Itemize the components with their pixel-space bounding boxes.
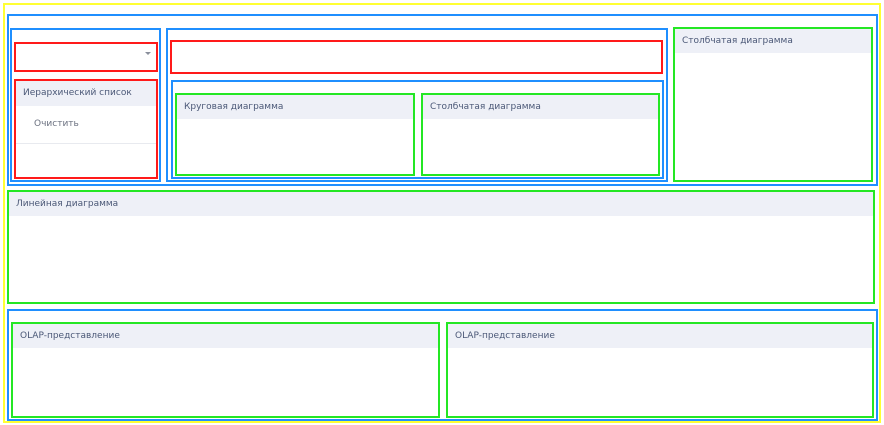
filter-text-input[interactable] <box>170 40 663 74</box>
top-row-container <box>7 14 878 186</box>
line-chart-title: Линейная диаграмма <box>9 192 873 216</box>
hierarchical-list: Иерархический список Очистить <box>14 79 158 179</box>
bar-chart-title: Столбчатая диаграмма <box>423 95 658 119</box>
olap-view-title: OLAP-представление <box>13 324 438 348</box>
dashboard-frame <box>3 3 881 423</box>
chevron-down-icon[interactable] <box>145 52 151 55</box>
olap-view-2: OLAP-представление <box>446 322 874 418</box>
line-chart-widget: Линейная диаграмма <box>7 190 875 304</box>
bar-chart-right-title: Столбчатая диаграмма <box>675 29 871 53</box>
olap-view-1: OLAP-представление <box>11 322 440 418</box>
bar-chart-widget: Столбчатая диаграмма <box>421 93 660 176</box>
pie-chart-title: Круговая диаграмма <box>177 95 413 119</box>
charts-inner-container <box>171 80 664 179</box>
hierarchical-list-title: Иерархический список <box>16 81 156 106</box>
middle-column-container <box>166 28 668 182</box>
bar-chart-widget-right: Столбчатая диаграмма <box>673 27 873 182</box>
clear-button[interactable]: Очистить <box>16 106 156 144</box>
olap-container <box>7 309 878 421</box>
filter-column-container <box>10 28 161 182</box>
pie-chart-widget: Круговая диаграмма <box>175 93 415 176</box>
filter-dropdown[interactable] <box>14 42 158 72</box>
olap-view-title: OLAP-представление <box>448 324 872 348</box>
